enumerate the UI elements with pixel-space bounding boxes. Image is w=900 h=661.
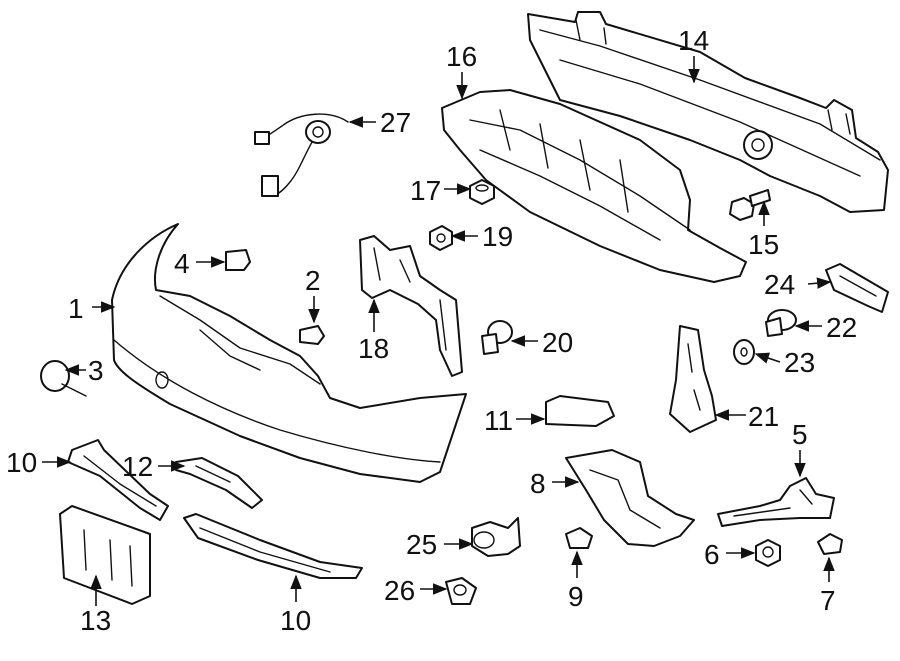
callout-8: 8 — [530, 468, 546, 499]
callout-22: 22 — [826, 312, 857, 343]
part-27-wiring-harness — [254, 113, 349, 197]
callout-2: 2 — [305, 265, 321, 296]
callout-15: 15 — [748, 229, 779, 260]
callout-27: 27 — [380, 107, 411, 138]
part-5-bracket — [717, 477, 835, 527]
callout-12: 12 — [122, 451, 153, 482]
part-10-molding-left — [67, 439, 169, 521]
callout-24: 24 — [764, 269, 795, 300]
part-3-tow-cover — [40, 360, 87, 397]
part-8-bracket — [565, 449, 695, 547]
part-11-bracket — [545, 395, 615, 427]
part-4-clip — [225, 249, 251, 271]
callout-6: 6 — [704, 539, 720, 570]
part-23-washer — [733, 339, 755, 365]
part-13-plate-bracket — [59, 505, 151, 605]
callout-1: 1 — [68, 293, 84, 324]
callout-26: 26 — [384, 575, 415, 606]
callout-23: 23 — [784, 347, 815, 378]
leader-lines — [42, 56, 835, 606]
callout-3: 3 — [88, 355, 104, 386]
callout-9: 9 — [568, 581, 584, 612]
callout-10-lower: 10 — [280, 605, 311, 636]
callout-5: 5 — [792, 419, 808, 450]
part-26-sensor-holder — [445, 577, 477, 605]
callout-11: 11 — [484, 405, 513, 436]
part-15-bolt — [729, 189, 771, 221]
callout-labels: 1 2 3 4 5 6 7 8 9 10 10 11 12 13 14 15 1… — [6, 25, 857, 636]
callout-25: 25 — [406, 529, 437, 560]
callout-13: 13 — [80, 605, 111, 636]
part-24-bracket — [825, 263, 889, 313]
part-25-sensor — [471, 517, 521, 557]
callout-14: 14 — [678, 25, 709, 56]
callout-19: 19 — [482, 221, 513, 252]
callout-18: 18 — [358, 333, 389, 364]
callout-21: 21 — [748, 401, 779, 432]
callout-20: 20 — [542, 327, 573, 358]
callout-4: 4 — [174, 248, 190, 279]
part-19-nut — [429, 225, 453, 251]
part-14-reinforcement-bar — [527, 11, 889, 213]
part-12-bracket — [175, 457, 263, 509]
part-2-clip — [299, 325, 325, 345]
part-6-nut — [755, 539, 781, 567]
part-16-energy-absorber — [441, 89, 747, 283]
part-7-clip — [817, 533, 843, 555]
part-20-bolt — [481, 320, 513, 355]
part-22-bolt — [765, 309, 797, 337]
callout-16: 16 — [446, 41, 477, 72]
part-17-nut — [469, 179, 495, 205]
part-1-bumper-cover — [111, 223, 467, 483]
callout-17: 17 — [410, 175, 441, 206]
part-21-bracket — [669, 325, 717, 433]
part-10-molding-lower — [183, 513, 363, 579]
callout-10-upper: 10 — [6, 447, 37, 478]
callout-7: 7 — [820, 585, 836, 616]
part-18-bracket — [359, 235, 463, 377]
part-9-clip — [565, 527, 593, 549]
